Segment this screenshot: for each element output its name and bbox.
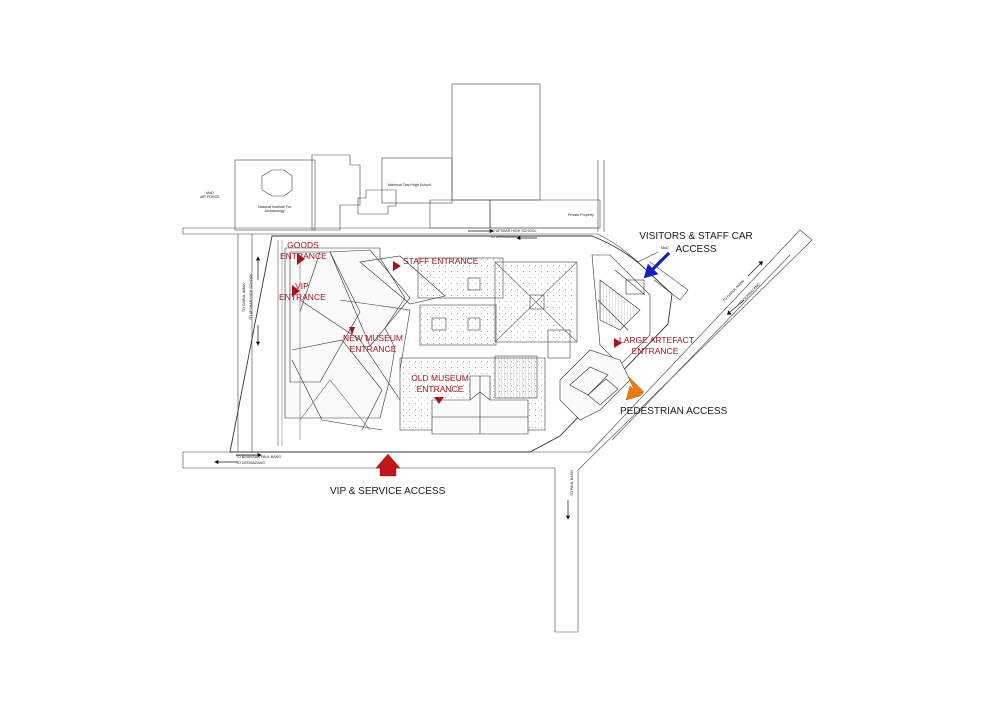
road-label-dehmazang-bottom: TO DEHMAZANG: [236, 461, 265, 465]
goods-entrance-marker: [297, 253, 305, 265]
vip-service-access-arrow: [375, 453, 401, 477]
site-boundary: [229, 235, 673, 453]
road-direction-arrows: [214, 228, 763, 520]
mod-label: MoD: [661, 246, 669, 250]
new-museum-entrance-label: NEW MUSEUM ENTRANCE: [343, 333, 403, 354]
mod-air-force-label: MoD AIR FORCE: [200, 191, 220, 199]
visitors-staff-access-label: VISITORS & STAFF CAR ACCESS: [639, 231, 753, 255]
visitors-staff-car-arrow: [643, 251, 671, 279]
pedestrian-access-arrow: [625, 375, 645, 401]
road-label-darul-aman-left: TO DARUL AMAN: [242, 282, 246, 312]
goods-entrance-label: GOODS ENTRANCE: [280, 240, 327, 261]
entrance-markers: [292, 253, 622, 404]
old-museum-entrance-label: OLD MUSEUM ENTRANCE: [411, 373, 469, 394]
vip-entrance-marker: [292, 285, 300, 297]
new-museum-entrance-marker: [349, 327, 355, 335]
old-museum-entrance-marker: [434, 397, 444, 404]
vip-service-access-label: VIP & SERVICE ACCESS: [330, 486, 446, 497]
old-museum-building: [431, 375, 529, 435]
road-label-dehmazang-top: TO DEHMAZANG: [490, 235, 519, 239]
road-label-afshar-top: TO AFSHAR HIGH SCHOOL: [490, 229, 537, 233]
road-label-afshar-left: TO AFSHAR HIGH SCHOOL: [249, 273, 253, 320]
school-label: Mahmud Tarzi High School: [388, 183, 431, 187]
road-label-paul-bagh: TO PAUL BAGH: [570, 469, 574, 496]
private-property-label: Private Property: [568, 213, 594, 217]
nia-label: National Institute For Archaeology: [258, 205, 292, 213]
new-museum-building: [284, 247, 446, 440]
vip-entrance-label: VIP ENTRANCE: [279, 281, 326, 302]
large-artefact-entrance-label: LARGE ARTEFACT ENTRANCE: [619, 335, 694, 356]
large-artefact-entrance-marker: [614, 338, 622, 348]
parking-area: [591, 254, 651, 366]
staff-entrance-label: STAFF ENTRANCE: [403, 256, 479, 266]
road-label-binihisar: TO BINIHISAR PAUL BARG: [236, 455, 282, 459]
pedestrian-access-label: PEDESTRIAN ACCESS: [620, 406, 728, 417]
staff-entrance-marker: [393, 261, 401, 271]
artefact-building: [559, 349, 631, 421]
context-buildings: [234, 83, 605, 232]
